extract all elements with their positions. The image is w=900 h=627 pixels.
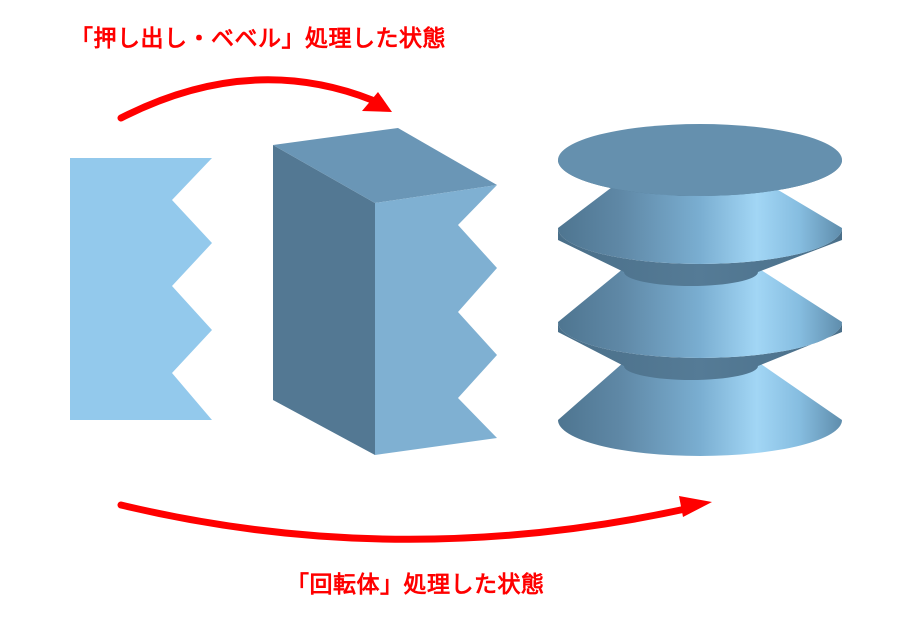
lathe-cone-3	[558, 268, 842, 358]
lathe-shape	[558, 124, 842, 456]
extruded-block	[273, 128, 497, 455]
lathe-cone-4	[558, 362, 842, 456]
lathe-top-cap	[558, 124, 842, 196]
extruded-block-side	[273, 145, 375, 455]
top-arrow-shaft	[117, 76, 376, 122]
top-arrow-head	[362, 92, 392, 112]
bottom-arrow	[117, 496, 712, 543]
lathe-ring-2	[558, 228, 842, 286]
top-caption: 「押し出し・ベベル」処理した状態	[70, 26, 446, 52]
lathe-ring-3	[558, 322, 842, 380]
extruded-block-top	[273, 128, 497, 203]
flat-zigzag-profile	[70, 158, 212, 420]
extruded-block-front	[375, 185, 497, 455]
bottom-arrow-head	[679, 496, 712, 517]
lathe-cone-2	[558, 178, 842, 264]
top-arrow	[117, 76, 392, 122]
bottom-caption: 「回転体」処理した状態	[286, 572, 545, 598]
bottom-arrow-shaft	[117, 501, 694, 543]
